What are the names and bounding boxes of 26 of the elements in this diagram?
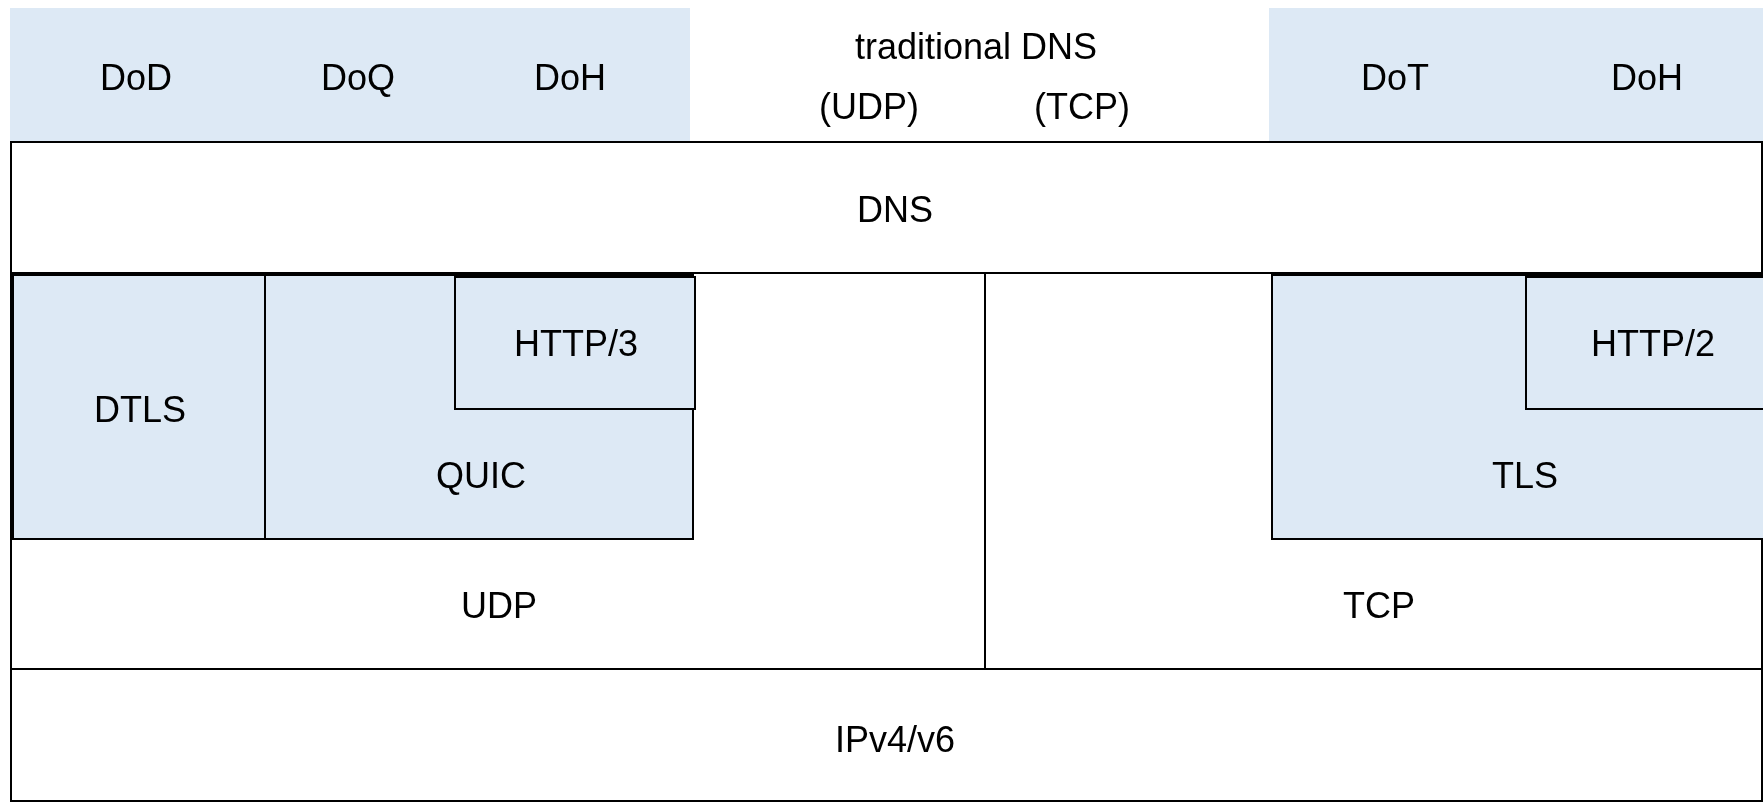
protocol-label: DoH: [1611, 58, 1683, 98]
protocol-band: [1269, 8, 1763, 141]
protocol-box: [1525, 276, 1763, 410]
layer-box: [10, 668, 1763, 802]
protocol-band: [10, 8, 690, 141]
protocol-box: [454, 276, 696, 410]
protocol-label: traditional DNS: [854, 27, 1098, 67]
protocol-label: UDP: [461, 586, 537, 626]
protocol-label: DoQ: [321, 58, 395, 98]
protocol-label: QUIC: [436, 456, 526, 496]
protocol-box: [1271, 274, 1763, 540]
protocol-label: DoT: [1361, 58, 1429, 98]
protocol-label: DoD: [100, 58, 172, 98]
protocol-label: IPv4/v6: [834, 720, 956, 760]
layer-box: [10, 141, 1763, 274]
protocol-label: TLS: [1492, 456, 1558, 496]
protocol-box: [12, 274, 266, 540]
protocol-label: HTTP/3: [514, 324, 638, 364]
protocol-label: (TCP): [1034, 87, 1130, 127]
protocol-label: DoH: [534, 58, 606, 98]
protocol-label: DNS: [857, 190, 933, 230]
protocol-label: HTTP/2: [1591, 324, 1715, 364]
protocol-box: [264, 274, 694, 540]
protocol-label: (UDP): [819, 87, 919, 127]
protocol-label: DTLS: [94, 390, 186, 430]
protocol-label: TCP: [1343, 586, 1415, 626]
